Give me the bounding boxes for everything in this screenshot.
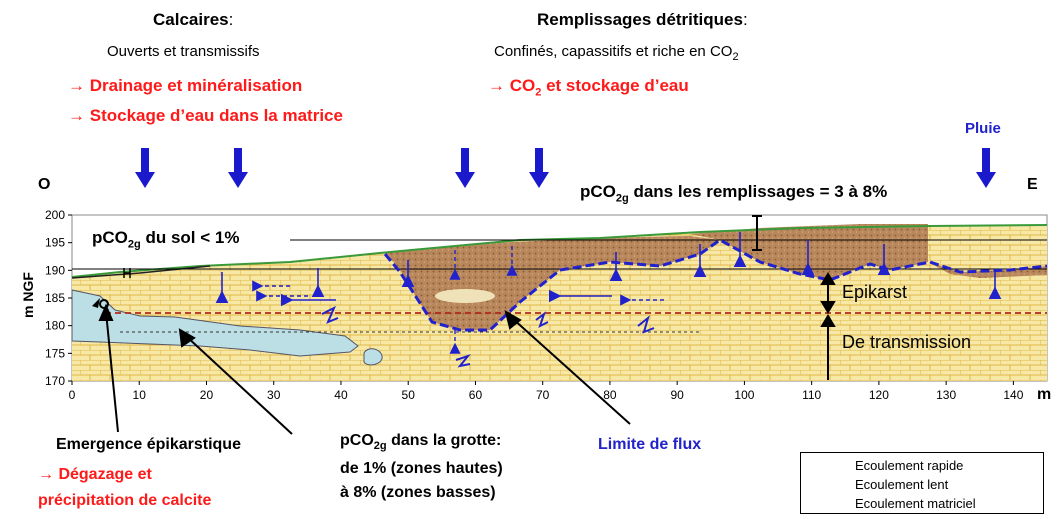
label-transmission: De transmission — [842, 332, 972, 352]
y-tick-label: 175 — [45, 346, 65, 360]
header-left-bullet-1: → Drainage et minéralisation — [68, 76, 303, 95]
header-right-bullet: → CO2 et stockage d’eau — [488, 76, 689, 99]
cave-system — [71, 289, 359, 357]
header-right-subtitle: Confinés, capassitifs et riche en CO2 — [494, 43, 739, 63]
pco2-fill-rest: dans les remplissages = 3 à 8% — [628, 182, 888, 201]
y-tick-label: 170 — [45, 374, 65, 388]
header-right-bullet-rest: et stockage d’eau — [541, 76, 689, 95]
x-tick-label: 140 — [1003, 388, 1023, 402]
label-emergence: Emergence épikarstique — [56, 436, 241, 453]
header-left-colon: : — [228, 10, 234, 29]
grotte-rest: dans la grotte: — [386, 432, 502, 449]
header-left-bullet-2: → Stockage d’eau dans la matrice — [68, 106, 343, 125]
x-tick-label: 30 — [267, 388, 281, 402]
label-west: O — [38, 176, 51, 193]
label-rain: Pluie — [965, 120, 1001, 137]
pco2-soil-sub: 2g — [127, 238, 141, 251]
label-grotte-l2: de 1% (zones hautes) — [340, 460, 503, 477]
header-right-title-text: Remplissages détritiques — [537, 10, 743, 29]
label-pco2-fill: pCO2g dans les remplissages = 3 à 8% — [580, 182, 887, 204]
y-tick-label: 180 — [45, 319, 65, 333]
y-axis-label: m NGF — [20, 272, 36, 318]
slow-flow-arrows — [252, 246, 664, 354]
bullet-2-text: Stockage d’eau dans la matrice — [89, 106, 343, 125]
pco2-fill-main: pCO — [580, 182, 616, 201]
x-tick-label: 120 — [869, 388, 889, 402]
label-east: E — [1027, 176, 1038, 193]
zone-arrows — [820, 272, 836, 380]
x-axis-label: m — [1037, 386, 1052, 403]
grotte-sub: 2g — [373, 440, 387, 453]
pco2-soil-rest: du sol < 1% — [140, 228, 240, 247]
x-tick-label: 20 — [200, 388, 214, 402]
header-right-bullet-co: CO — [509, 76, 536, 95]
pco2-fill-sub: 2g — [615, 192, 629, 205]
label-grotte-l3: à 8% (zones basses) — [340, 484, 496, 501]
header-right-colon: : — [742, 10, 748, 29]
x-tick-label: 90 — [670, 388, 684, 402]
cave-pocket — [363, 348, 383, 366]
x-tick-label: 40 — [334, 388, 348, 402]
emergence-b1-text: Dégazage et — [58, 466, 152, 483]
sand-lens — [435, 289, 495, 303]
header-right-title: Remplissages détritiques: — [537, 10, 748, 30]
header-right-subtitle-sub: 2 — [732, 51, 739, 63]
detrital-fill-left — [385, 236, 720, 330]
label-flux-limit: Limite de flux — [598, 436, 702, 453]
x-tick-label: 60 — [469, 388, 483, 402]
label-epikarst: Epikarst — [842, 282, 908, 302]
x-tick-label: 0 — [69, 388, 76, 402]
legend-item-matrix: Ecoulement matriciel — [855, 496, 976, 511]
x-tick-label: 100 — [734, 388, 754, 402]
header-right-bullet-sub: 2 — [535, 86, 542, 99]
borehole-symbol — [752, 215, 762, 251]
x-tick-label: 70 — [536, 388, 550, 402]
bullet-1-text: Drainage et minéralisation — [89, 76, 303, 95]
x-tick-label: 10 — [133, 388, 147, 402]
surface-line — [71, 265, 211, 279]
rain-arrows — [135, 148, 996, 188]
label-emergence-b2: précipitation de calcite — [38, 492, 212, 509]
flux-limit-line — [383, 238, 1048, 332]
y-tick-label: 190 — [45, 263, 65, 277]
y-tick-label: 195 — [45, 236, 65, 250]
y-ticks: 200 195 190 185 180 175 170 — [45, 208, 72, 388]
x-tick-label: 130 — [936, 388, 956, 402]
detrital-fill-right — [690, 224, 928, 280]
x-ticks: 0 10 20 30 40 50 60 70 80 90 100 110 120 130 140 — [69, 381, 1024, 402]
x-tick-label: 50 — [402, 388, 416, 402]
header-left-subtitle: Ouverts et transmissifs — [107, 43, 260, 60]
legend-item-rapid: Ecoulement rapide — [855, 458, 964, 473]
label-emergence-b1: → Dégazage et — [38, 466, 152, 483]
pco2-soil-main: pCO — [92, 228, 128, 247]
grotte-main: pCO — [340, 432, 374, 449]
detrital-fill-east — [928, 262, 1047, 278]
legend-item-slow: Ecoulement lent — [855, 477, 949, 492]
header-right-subtitle-text: Confinés, capassitifs et riche en CO — [494, 43, 733, 60]
label-pco2-soil: pCO2g du sol < 1% — [92, 228, 239, 250]
rapid-flow-arrows — [215, 232, 1002, 307]
header-left-title: Calcaires: — [153, 10, 233, 30]
matrix-flow-marks — [321, 305, 655, 368]
header-left-title-text: Calcaires — [153, 10, 229, 29]
emergence-marker — [99, 299, 109, 309]
callout-pointers — [98, 303, 631, 435]
x-tick-label: 110 — [802, 388, 821, 402]
legend-box: Ecoulement rapide Ecoulement lent Ecoule… — [800, 452, 1044, 514]
y-tick-label: 185 — [45, 291, 65, 305]
x-tick-label: 80 — [603, 388, 617, 402]
y-tick-label: 200 — [45, 208, 65, 222]
label-grotte: pCO2g dans la grotte: — [340, 432, 501, 452]
